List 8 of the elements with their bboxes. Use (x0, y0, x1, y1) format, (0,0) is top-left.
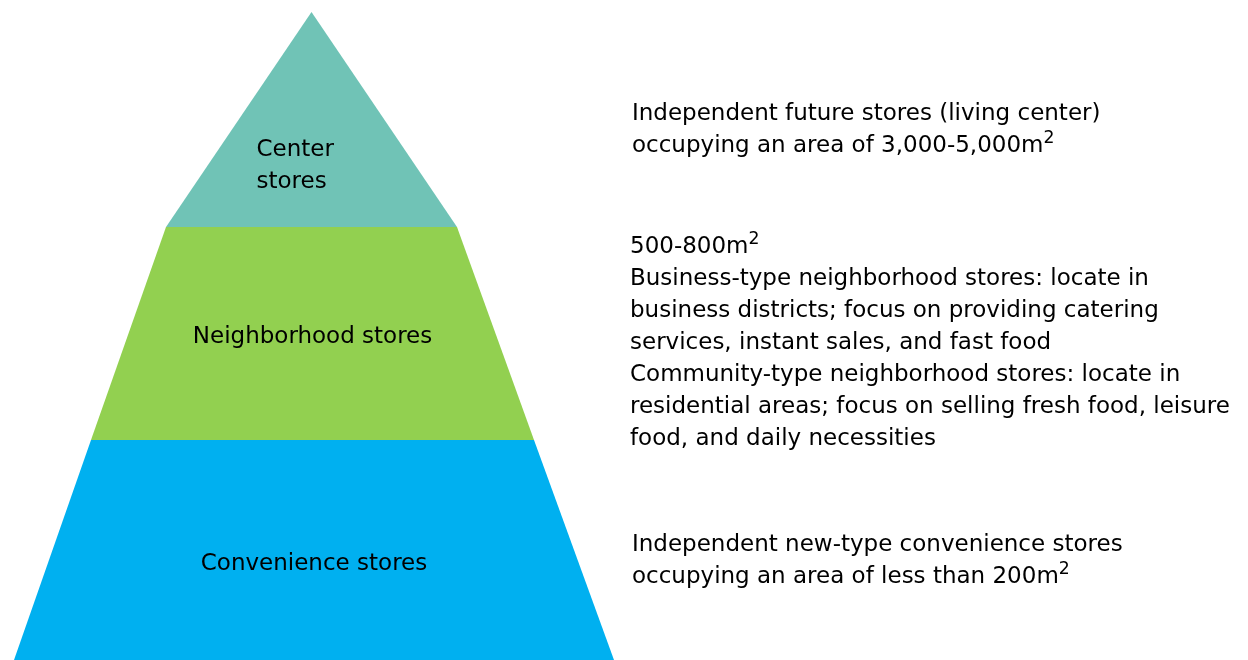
tier-description: Independent future stores (living center) occupying an area of 3,000-5,000m$^{2}$ (632, 98, 1102, 159)
tier-label: Center stores (256, 134, 335, 195)
tier-description: 500-800m$^{2}$ (630, 229, 761, 260)
tier-description: Independent new-type convenience stores occupying an area of less than 200m$^{2}$ (632, 529, 1124, 590)
tier-description: Community-type neighborhood stores: locate in residential areas; focus on selling fresh food, leisure food, and daily necessities (630, 359, 1230, 452)
tier-label: Convenience stores (200, 548, 428, 577)
tier-description: Business-type neighborhood stores: locate in business districts; focus on providing catering services, instant sales, and fast food (630, 263, 1160, 356)
tier-label: Neighborhood stores (192, 321, 433, 350)
